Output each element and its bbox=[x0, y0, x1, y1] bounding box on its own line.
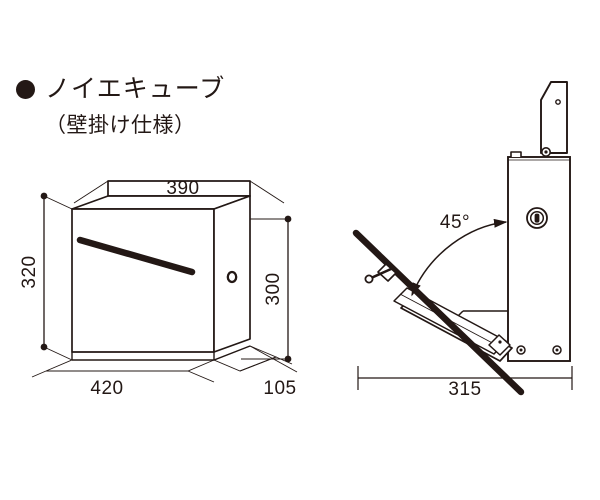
dimension-body-height: 300 bbox=[263, 215, 292, 363]
dimension-top-width: 390 bbox=[73, 178, 285, 204]
filled-circle-bullet-icon bbox=[16, 79, 35, 99]
dimension-projection-depth-label: 315 bbox=[448, 379, 481, 400]
side-lock-keyhole-icon bbox=[226, 270, 238, 284]
dimension-overall-height: 320 bbox=[19, 192, 48, 351]
door-lower-bracket bbox=[443, 316, 511, 356]
dimension-depth-label: 105 bbox=[263, 378, 296, 399]
dimension-projection-depth: 315 bbox=[357, 366, 573, 400]
mailbox-front-face bbox=[71, 208, 215, 353]
mounting-screws-icon bbox=[516, 345, 562, 355]
mailbox-body-side bbox=[507, 151, 571, 362]
hinged-top-flap-icon bbox=[540, 81, 568, 154]
title-main-row: ノイエキューブ bbox=[16, 72, 316, 106]
isometric-view-group: 390 320 300 420 1 bbox=[19, 178, 298, 399]
dimension-base-width-label: 420 bbox=[90, 378, 123, 399]
dimension-overall-height-label: 320 bbox=[19, 255, 40, 288]
dimension-base-width: 420 bbox=[31, 370, 215, 399]
front-lock-keyhole-icon bbox=[526, 207, 548, 229]
mail-slot-icon bbox=[76, 236, 196, 276]
side-section-view-group: 45° 315 bbox=[352, 81, 573, 400]
product-title-block: ノイエキューブ （壁掛け仕様） bbox=[16, 72, 316, 136]
flap-hinge-icon bbox=[540, 147, 551, 158]
mailbox-base-outline bbox=[45, 359, 215, 372]
door-handle-icon bbox=[364, 267, 393, 284]
angle-annotation-45-label: 45° bbox=[440, 212, 470, 233]
door-top-cap bbox=[377, 263, 397, 282]
dimension-body-height-label: 300 bbox=[263, 272, 284, 305]
mailbox-base-depth-outline bbox=[212, 345, 278, 372]
angle-annotation-45: 45° bbox=[411, 212, 508, 297]
page-title: ノイエキューブ bbox=[45, 74, 226, 103]
dimension-top-width-label: 390 bbox=[166, 178, 199, 199]
page-subtitle: （壁掛け仕様） bbox=[45, 114, 196, 137]
open-door-edge bbox=[352, 229, 525, 396]
dimension-depth: 105 bbox=[239, 356, 296, 399]
